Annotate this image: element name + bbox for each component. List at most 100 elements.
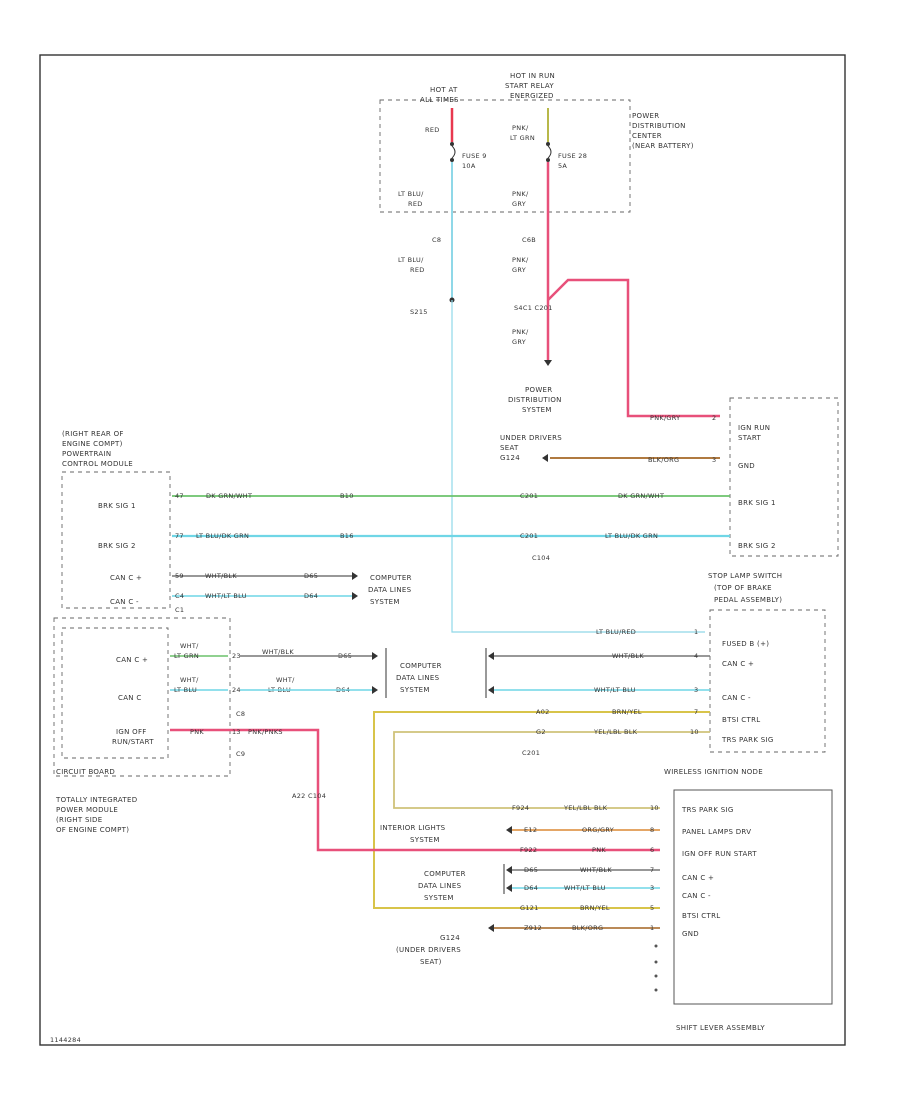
- wire-label-pnk-ltgrn: PNK/ LT GRN: [510, 124, 535, 142]
- splice-c201-label: S4C1 C201: [514, 304, 553, 312]
- svg-text:PNK: PNK: [190, 728, 204, 736]
- pcm-box: [61, 471, 171, 609]
- svg-text:GND: GND: [738, 462, 755, 470]
- svg-text:INTERIOR LIGHTS: INTERIOR LIGHTS: [380, 824, 446, 832]
- svg-text:DISTRIBUTION: DISTRIBUTION: [508, 396, 562, 404]
- svg-text:WHT/BLK: WHT/BLK: [580, 866, 612, 874]
- brk1-pin: 47: [175, 492, 184, 500]
- tipm-circuit-board: [61, 627, 169, 759]
- svg-text:BTSI CTRL: BTSI CTRL: [722, 716, 760, 724]
- svg-text:RED: RED: [408, 200, 423, 208]
- wireless-ignition-node-box: [709, 609, 826, 753]
- svg-text:SYSTEM: SYSTEM: [424, 894, 454, 902]
- svg-text:Z912: Z912: [524, 924, 542, 932]
- svg-text:GND: GND: [682, 930, 699, 938]
- g124-top-label: UNDER DRIVERS SEAT G124: [500, 434, 562, 462]
- svg-text:(NEAR BATTERY): (NEAR BATTERY): [632, 142, 694, 150]
- svg-text:WHT/: WHT/: [180, 676, 199, 684]
- svg-text:PNK/: PNK/: [512, 190, 529, 198]
- svg-text:5: 5: [650, 904, 654, 912]
- arrow-interior-lights: [506, 826, 512, 834]
- svg-text:DATA LINES: DATA LINES: [368, 586, 412, 594]
- win-wire-pin4: 4: [694, 652, 698, 660]
- svg-text:RED: RED: [410, 266, 425, 274]
- shift-wire-gnd-label: Z912 BLK/ORG 1: [524, 924, 654, 932]
- wire-label-blk-org-3: BLK/ORG: [648, 456, 679, 464]
- svg-text:ALL TIMES: ALL TIMES: [420, 96, 459, 104]
- svg-text:IGN OFF: IGN OFF: [116, 728, 147, 736]
- c201-label-bottom: C201: [522, 749, 540, 757]
- svg-text:OF ENGINE COMPT): OF ENGINE COMPT): [56, 826, 129, 834]
- ground-arrow-top: [542, 454, 548, 462]
- win-wire-pin10: 10: [690, 728, 699, 736]
- svg-text:TOTALLY INTEGRATED: TOTALLY INTEGRATED: [55, 796, 137, 804]
- svg-text:7: 7: [650, 866, 654, 874]
- fuse9-terminal-bottom: [450, 158, 454, 162]
- svg-text:POWER: POWER: [525, 386, 552, 394]
- win-trs-circuit: G2: [536, 728, 546, 736]
- svg-text:HOT AT: HOT AT: [430, 86, 458, 94]
- svg-text:IGN OFF RUN START: IGN OFF RUN START: [682, 850, 757, 858]
- tipm-ign-wire-label: PNK 13 PNK/PNKS: [190, 728, 283, 736]
- svg-text:POWER: POWER: [632, 112, 659, 120]
- shift-lever-pins: TRS PARK SIG PANEL LAMPS DRV IGN OFF RUN…: [681, 806, 757, 938]
- svg-text:STOP LAMP SWITCH: STOP LAMP SWITCH: [708, 572, 782, 580]
- arrow-power-dist-system: [544, 360, 552, 366]
- pcm-pin-brk1: BRK SIG 1: [98, 502, 136, 510]
- win-wire-wht-blk: WHT/BLK: [612, 652, 644, 660]
- svg-text:POWER MODULE: POWER MODULE: [56, 806, 118, 814]
- svg-text:BRK SIG 1: BRK SIG 1: [738, 499, 776, 507]
- win-wire-pin1: 1: [694, 628, 698, 636]
- svg-text:G121: G121: [520, 904, 539, 912]
- wire-label-ltblu-red-1: LT BLU/ RED: [398, 190, 424, 208]
- svg-text:COMPUTER: COMPUTER: [400, 662, 442, 670]
- fuse28-symbol: [547, 145, 552, 159]
- svg-text:ENGINE COMPT): ENGINE COMPT): [62, 440, 123, 448]
- svg-text:(RIGHT SIDE: (RIGHT SIDE: [56, 816, 102, 824]
- svg-text:CAN C +: CAN C +: [682, 874, 714, 882]
- svg-text:G124: G124: [500, 454, 520, 462]
- svg-text:6: 6: [650, 846, 654, 854]
- wire-ltblu-red-to-stoplamp: [451, 300, 705, 633]
- pdc-dashed-box: [379, 99, 631, 213]
- svg-text:TRS PARK SIG: TRS PARK SIG: [681, 806, 734, 814]
- diagram-frame: [39, 54, 846, 1046]
- shift-wire-ign-label: F922 PNK 6: [520, 846, 654, 854]
- svg-text:TRS PARK SIG: TRS PARK SIG: [721, 736, 774, 744]
- tipm-pin-can-plus: CAN C +: [116, 656, 148, 664]
- svg-text:PNK: PNK: [592, 846, 606, 854]
- svg-text:CAN C -: CAN C -: [722, 694, 751, 702]
- shift-lever-unused-pins: [654, 944, 658, 992]
- svg-text:LT GRN: LT GRN: [174, 652, 199, 660]
- svg-text:BRN/YEL: BRN/YEL: [580, 904, 610, 912]
- arrow-shift-canc-plus: [506, 866, 512, 874]
- svg-text:DATA LINES: DATA LINES: [396, 674, 440, 682]
- brk1-circuit: B10: [340, 492, 354, 500]
- brk1-color-2: DK GRN/WHT: [618, 492, 664, 500]
- wire-label-red: RED: [425, 126, 440, 134]
- tipm-wire-plus-label: WHT/ LT GRN 23 WHT/BLK D65: [174, 642, 352, 660]
- fuse9-symbol: [451, 145, 456, 159]
- svg-text:13: 13: [232, 728, 241, 736]
- svg-text:SEAT: SEAT: [500, 444, 519, 452]
- svg-text:G124: G124: [440, 934, 460, 942]
- pcm-connector-c1: C1: [175, 606, 184, 614]
- svg-text:UNDER DRIVERS: UNDER DRIVERS: [500, 434, 562, 442]
- pcm-canc-minus-circuit: D64: [304, 592, 318, 600]
- arrow-tipm-canc-minus: [372, 686, 378, 694]
- svg-text:HOT IN RUN: HOT IN RUN: [510, 72, 555, 80]
- shift-lever-assembly-box: [673, 789, 833, 1005]
- wire-pnk-gry-to-stoplamp: [547, 278, 720, 418]
- svg-text:3: 3: [650, 884, 654, 892]
- svg-text:PANEL LAMPS DRV: PANEL LAMPS DRV: [682, 828, 751, 836]
- c6b-connector-label: C6B: [522, 236, 536, 244]
- brk2-color-2: LT BLU/DK GRN: [605, 532, 658, 540]
- svg-text:ORG/GRY: ORG/GRY: [582, 826, 614, 834]
- figure-id: 1144284: [50, 1036, 81, 1044]
- wire-label-pnk-gry-1: PNK/ GRY: [512, 190, 529, 208]
- svg-text:SYSTEM: SYSTEM: [370, 598, 400, 606]
- c8-connector-label: C8: [432, 236, 441, 244]
- interior-lights-label: INTERIOR LIGHTS SYSTEM: [380, 824, 446, 844]
- svg-text:SYSTEM: SYSTEM: [522, 406, 552, 414]
- svg-text:5A: 5A: [558, 162, 567, 170]
